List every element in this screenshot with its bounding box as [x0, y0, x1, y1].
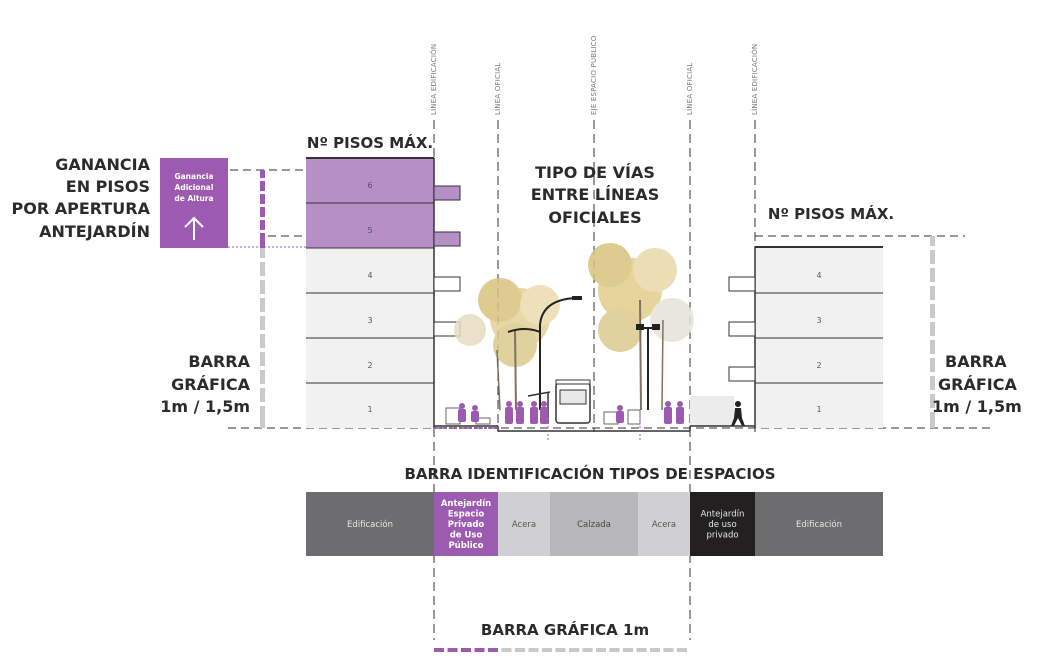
- space-segment: Calzada: [550, 492, 638, 556]
- scale-dash: [609, 648, 620, 652]
- space-segment-label: Antejardín: [701, 510, 745, 520]
- ganancia-box-line-2: Adicional: [175, 183, 214, 192]
- label-eje-espacio-publico: EJE ESPACIO PÚBLICO: [589, 35, 598, 115]
- barra-grafica-right-line-1: BARRA: [945, 352, 1007, 371]
- left-floor-5: 5: [367, 226, 372, 235]
- right-floor-4: 4: [816, 271, 821, 280]
- scale-dash: [434, 648, 444, 652]
- arrow-up-icon: [184, 216, 204, 240]
- barra-identificacion-title: BARRA IDENTIFICACIÓN TIPOS DE ESPACIOS: [404, 464, 775, 483]
- ganancia-line-3: POR APERTURA: [12, 199, 151, 218]
- scale-dash: [474, 648, 485, 652]
- street-lamps: [507, 297, 656, 410]
- space-segment: Edificación: [306, 492, 434, 556]
- ground-profile: [434, 425, 755, 432]
- horizontal-scale-bar: [434, 648, 687, 652]
- left-floor-2: 2: [367, 361, 372, 370]
- barra-grafica-left-line-2: GRÁFICA: [171, 375, 250, 394]
- label-linea-edificacion-left: LÍNEA EDIFICACIÓN: [429, 44, 438, 115]
- label-linea-edificacion-right: LÍNEA EDIFICACIÓN: [750, 44, 759, 115]
- left-floor-6: 6: [367, 181, 372, 190]
- left-floor-4: 4: [367, 271, 372, 280]
- right-floor-1: 1: [816, 405, 821, 414]
- barra-grafica-right-line-3: 1m / 1,5m: [932, 397, 1022, 416]
- right-floor-2: 2: [816, 361, 821, 370]
- ganancia-box-line-1: Ganancia: [174, 172, 213, 181]
- barra-grafica-left-line-3: 1m / 1,5m: [160, 397, 250, 416]
- right-building: [728, 246, 883, 428]
- barra-grafica-left-line-1: BARRA: [188, 352, 250, 371]
- space-segment-label: Acera: [652, 520, 676, 530]
- tipo-vias-line-3: OFICIALES: [548, 208, 641, 227]
- ganancia-box: Ganancia Adicional de Altura: [160, 158, 228, 248]
- scale-dash: [461, 648, 471, 652]
- right-scale-bar: [930, 236, 935, 428]
- space-segment: Acera: [638, 492, 690, 556]
- street-scene: [434, 243, 755, 440]
- tipo-vias-line-1: TIPO DE VÍAS: [535, 163, 655, 182]
- scale-dash: [569, 648, 579, 652]
- barra-grafica-right-line-2: GRÁFICA: [938, 375, 1017, 394]
- space-segment-label: Antejardín: [441, 499, 491, 509]
- bus: [555, 379, 591, 424]
- ganancia-line-4: ANTEJARDÍN: [39, 222, 150, 241]
- right-pisos-max-title: Nº PISOS MÁX.: [768, 204, 894, 223]
- scale-dash: [663, 648, 674, 652]
- scale-dash: [555, 648, 566, 652]
- scale-dash: [488, 648, 498, 652]
- scale-dash: [596, 648, 606, 652]
- right-floor-3: 3: [816, 316, 821, 325]
- tree-left: [454, 278, 560, 411]
- ganancia-box-line-3: de Altura: [174, 194, 213, 203]
- space-segment-label: Espacio: [448, 510, 485, 520]
- space-segment-label: Calzada: [577, 520, 611, 530]
- left-building: [306, 157, 461, 428]
- scale-dash: [650, 648, 660, 652]
- people: [458, 401, 684, 424]
- space-segment-label: de uso: [708, 520, 736, 530]
- space-segment-label: privado: [706, 531, 738, 541]
- ganancia-line-1: GANANCIA: [55, 155, 150, 174]
- scale-dash: [542, 648, 552, 652]
- left-floor-1: 1: [367, 405, 372, 414]
- scale-dash: [677, 648, 687, 652]
- ganancia-line-2: EN PISOS: [66, 177, 150, 196]
- space-segment-label: Edificación: [796, 519, 842, 530]
- space-segment-label: Acera: [512, 520, 536, 530]
- tipo-vias-line-2: ENTRE LÍNEAS: [531, 185, 659, 204]
- barra-grafica-1m-title: BARRA GRÁFICA 1m: [481, 620, 649, 639]
- pedestrian: [731, 408, 745, 426]
- label-linea-oficial-left: LÍNEA OFICIAL: [493, 63, 502, 115]
- scale-dash: [636, 648, 647, 652]
- space-segment-label: Público: [448, 541, 483, 551]
- scale-dash: [623, 648, 633, 652]
- left-pisos-max-title: Nº PISOS MÁX.: [307, 133, 433, 152]
- tree-right: [588, 243, 694, 411]
- space-segment-label: Edificación: [347, 519, 393, 530]
- space-segment: Acera: [498, 492, 550, 556]
- space-segment-label: Privado: [448, 520, 485, 530]
- scale-dash: [501, 648, 512, 652]
- space-segment: Edificación: [755, 492, 883, 556]
- scale-dash: [515, 648, 525, 652]
- left-scale-bar: [260, 170, 265, 428]
- left-floor-3: 3: [367, 316, 372, 325]
- scale-dash: [447, 648, 458, 652]
- space-segment-label: de Uso: [450, 531, 483, 541]
- scale-dash: [582, 648, 593, 652]
- scale-dash: [528, 648, 539, 652]
- label-linea-oficial-right: LÍNEA OFICIAL: [685, 63, 694, 115]
